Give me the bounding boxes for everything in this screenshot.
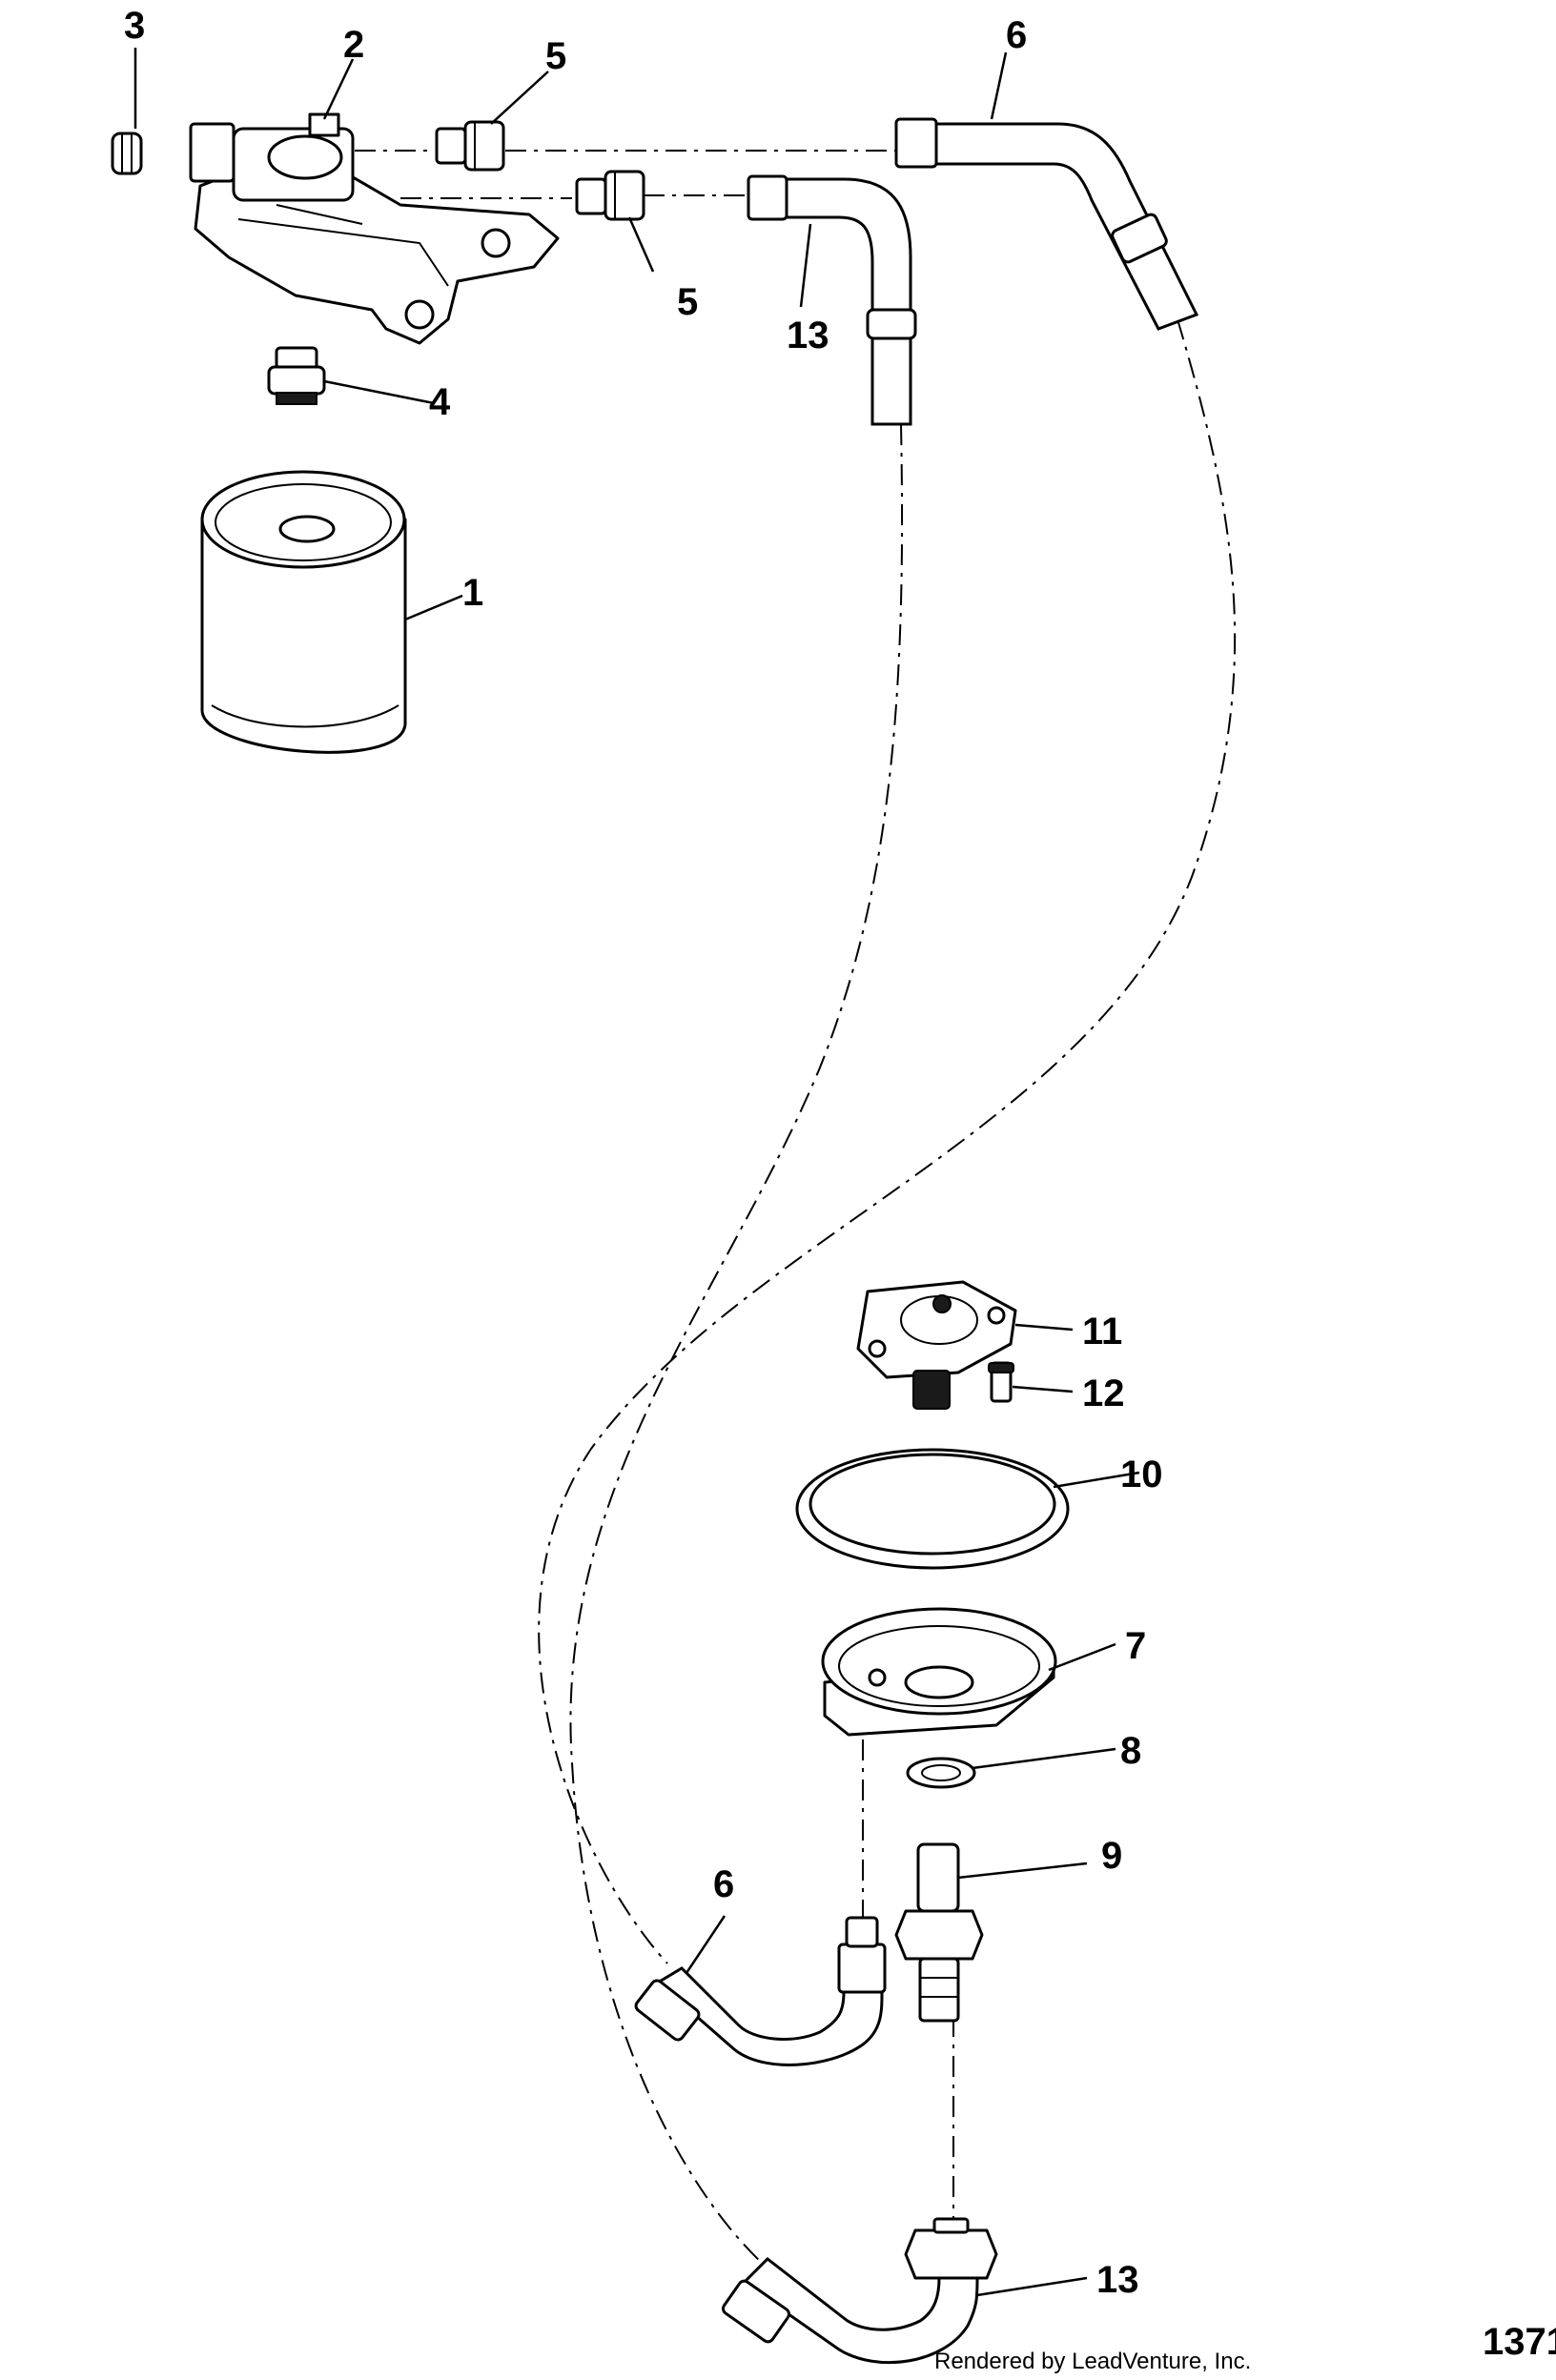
- callout-5-lower: 5: [677, 281, 698, 323]
- adapter-part-7: [821, 1607, 1057, 1737]
- leader-lines: [133, 48, 1140, 2297]
- callouts: 3 2 5 6 5 13 4 1 11 12 10 7 8 9 6 13: [124, 5, 1163, 2301]
- screw-part-12: [988, 1361, 1014, 1403]
- figure-number: 1371: [1483, 2321, 1556, 2363]
- callout-2: 2: [343, 24, 364, 66]
- callout-3: 3: [124, 5, 145, 47]
- callout-13-lower: 13: [1096, 2259, 1139, 2301]
- callout-7: 7: [1125, 1625, 1146, 1667]
- callout-1: 1: [462, 572, 483, 614]
- hose-part-6-upper: [894, 117, 1199, 331]
- callout-10: 10: [1120, 1454, 1163, 1495]
- o-ring-part-10: [795, 1448, 1070, 1570]
- callout-9: 9: [1101, 1835, 1122, 1877]
- fitting-part-9: [894, 1842, 984, 2023]
- callout-13-upper: 13: [787, 315, 829, 356]
- hose-part-13-lower: [721, 2217, 998, 2365]
- filter-mount-part-2: [189, 112, 560, 345]
- fuel-filter-part-1: [200, 470, 407, 754]
- callout-8: 8: [1120, 1730, 1141, 1772]
- fitting-part-5-lower: [575, 170, 645, 221]
- sender-part-11: [856, 1280, 1017, 1410]
- callout-6-lower: 6: [713, 1863, 734, 1905]
- callout-12: 12: [1082, 1373, 1125, 1414]
- fitting-part-5-upper: [435, 120, 505, 172]
- nipple-part-4: [267, 346, 326, 405]
- washer-part-8: [906, 1757, 976, 1789]
- callout-6-upper: 6: [1006, 14, 1027, 56]
- hose-part-6-lower: [634, 1916, 887, 2066]
- hose-part-13-upper: [747, 174, 917, 426]
- assembly-lines: [315, 150, 1237, 2265]
- callout-11: 11: [1082, 1311, 1122, 1353]
- plug-part-3: [111, 132, 143, 175]
- render-credit: Rendered by LeadVenture, Inc.: [934, 2349, 1251, 2374]
- callout-4: 4: [429, 381, 451, 423]
- callout-5-upper: 5: [545, 35, 566, 77]
